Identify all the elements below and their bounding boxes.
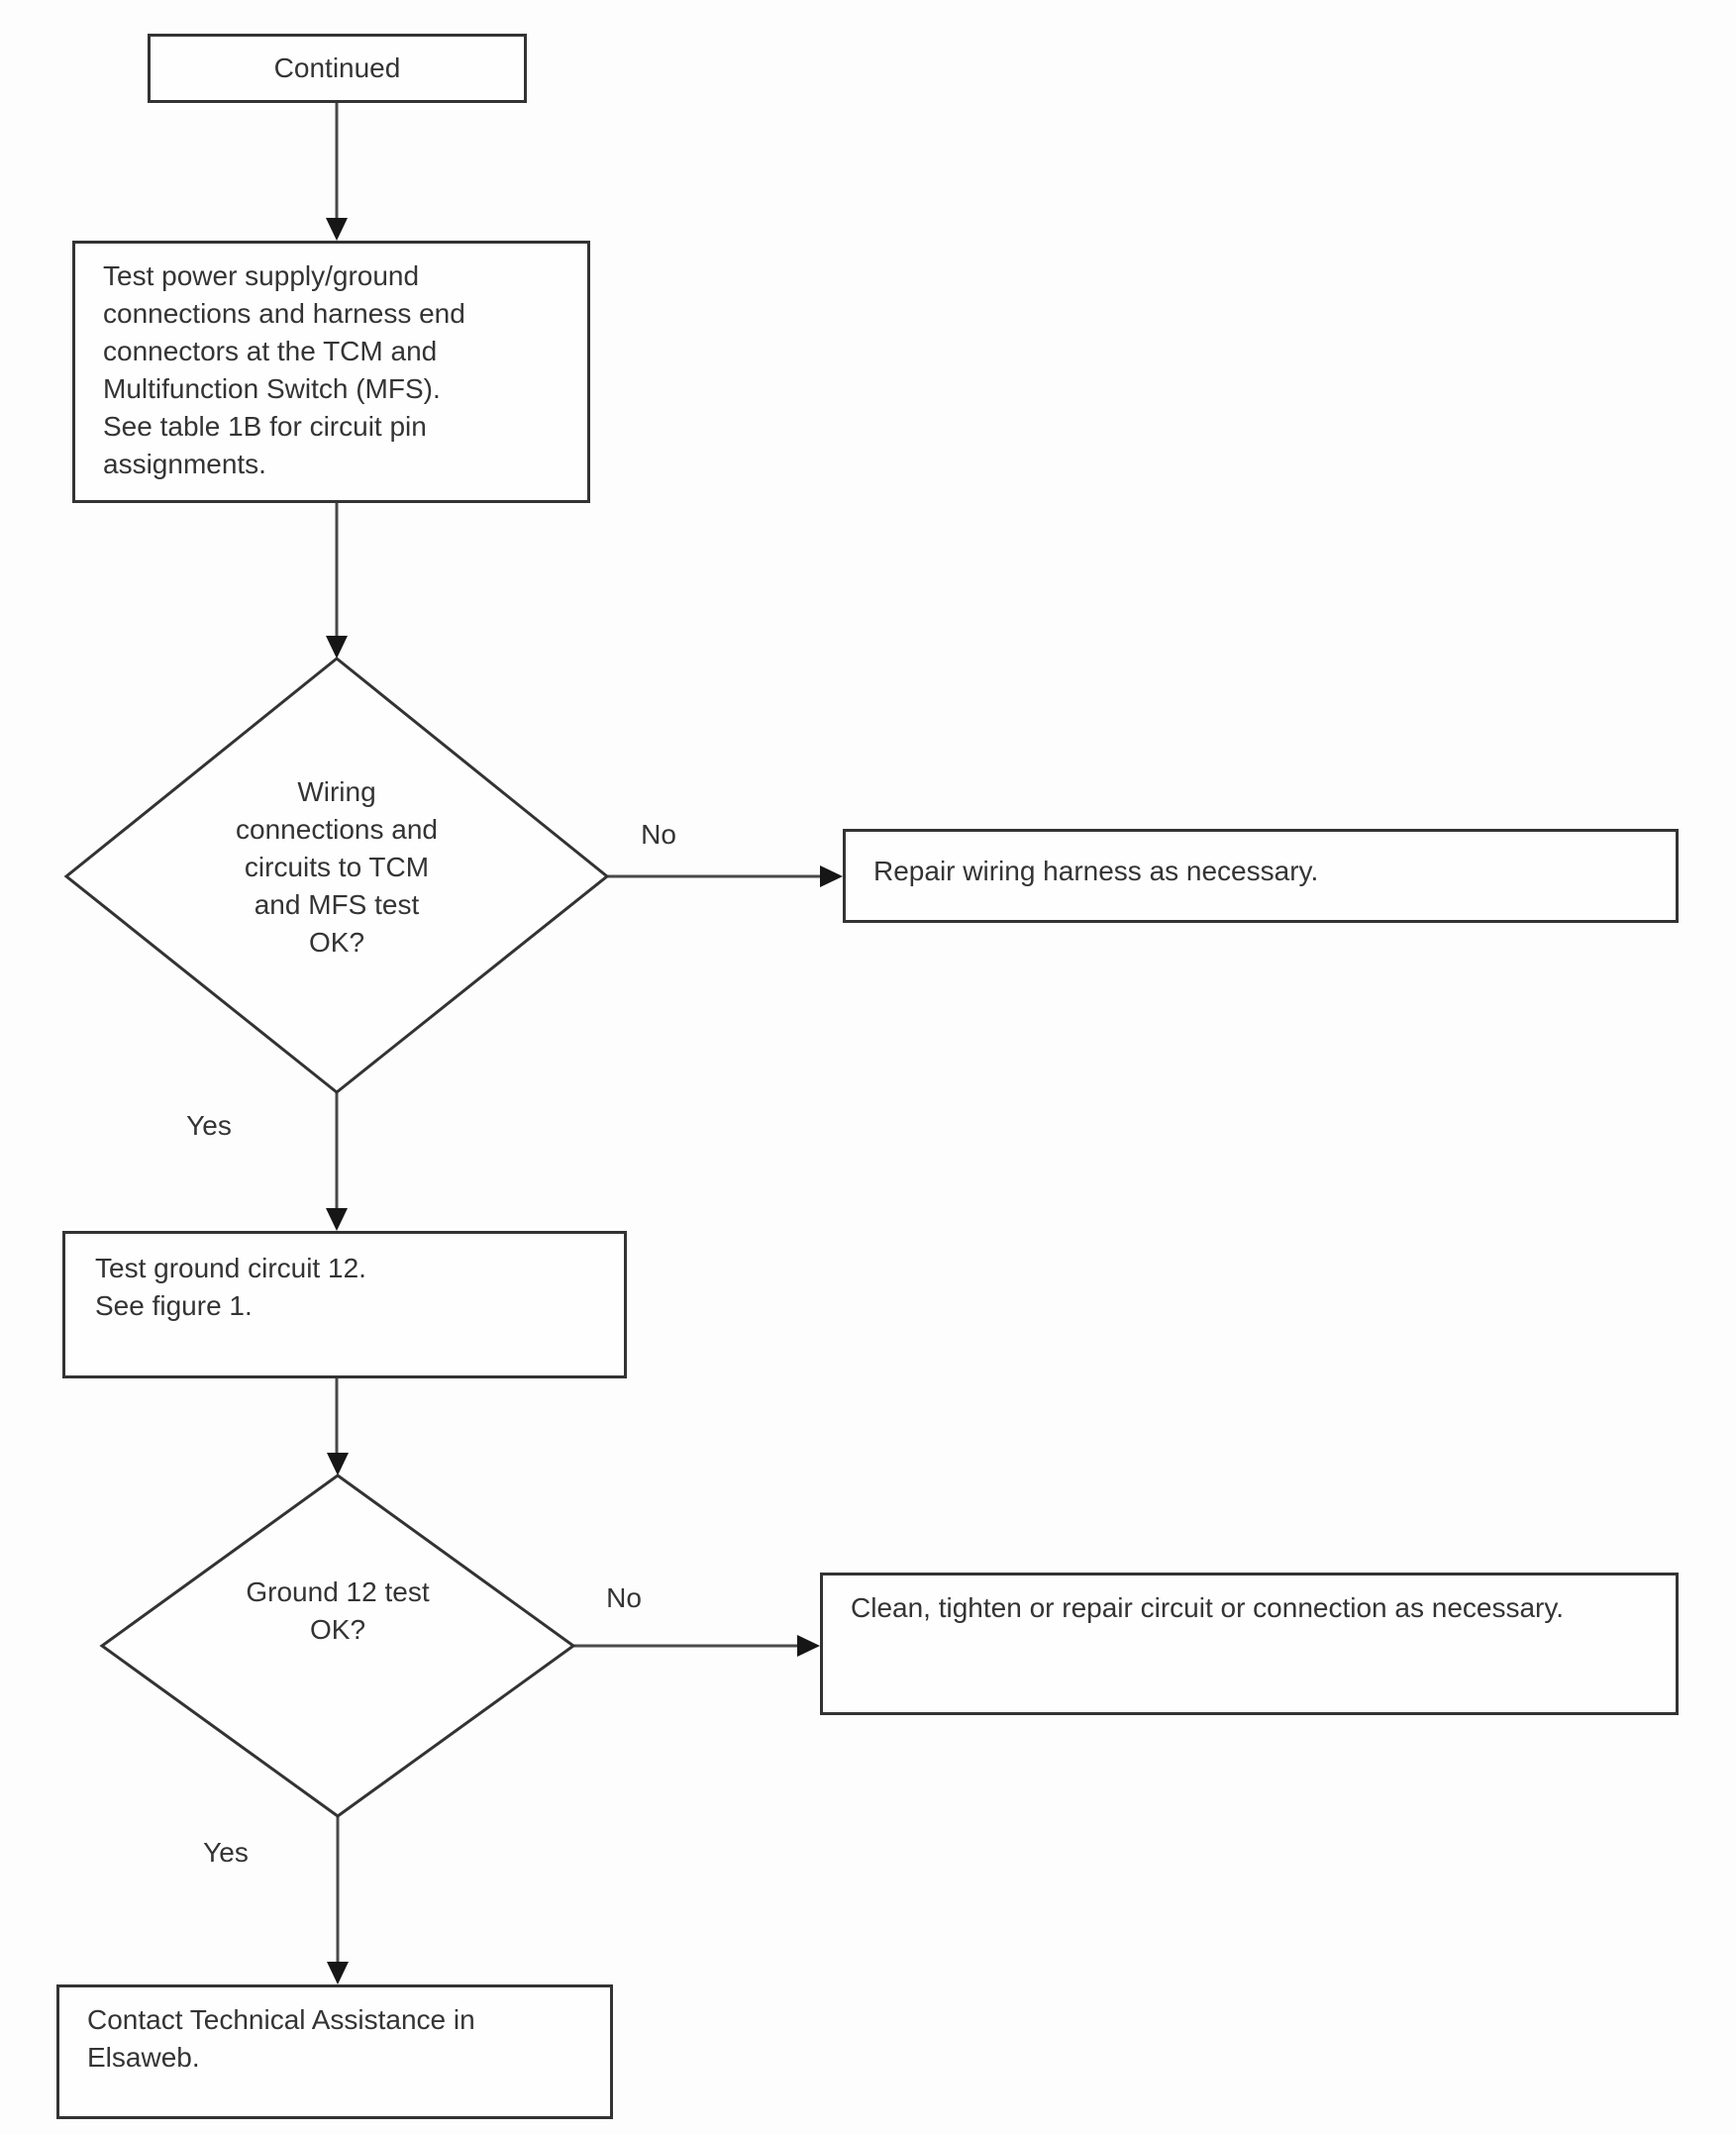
edge-label-wiring-no: No <box>641 819 676 850</box>
edge-label-ground-yes: Yes <box>203 1837 249 1868</box>
edge-label-ground-no: No <box>606 1582 642 1613</box>
arrowhead-down-2 <box>326 636 348 659</box>
edge-label-wiring-yes: Yes <box>186 1110 232 1141</box>
node-clean-tighten: Clean, tighten or repair circuit or conn… <box>820 1573 1679 1715</box>
node-repair-wiring-label: Repair wiring harness as necessary. <box>873 855 1319 886</box>
decision-ground-ok-shape <box>99 1473 576 1818</box>
decision-wiring-ok-label: Wiring connections and circuits to TCM a… <box>236 776 438 958</box>
decision-ground-ok-label: Ground 12 test OK? <box>246 1576 430 1645</box>
node-continued: Continued <box>148 34 527 103</box>
node-test-ground-circuit: Test ground circuit 12. See figure 1. <box>62 1231 627 1378</box>
node-repair-wiring: Repair wiring harness as necessary. <box>843 829 1679 923</box>
node-test-power-supply: Test power supply/ground connections and… <box>72 241 590 503</box>
arrowhead-down-5 <box>327 1962 349 1984</box>
arrowhead-down-3 <box>326 1208 348 1231</box>
arrowhead-right-2 <box>797 1635 820 1657</box>
arrowhead-right-1 <box>820 865 843 887</box>
node-continued-label: Continued <box>273 52 401 83</box>
arrowhead-down-1 <box>326 218 348 241</box>
node-contact-technical-assistance: Contact Technical Assistance in Elsaweb. <box>56 1984 613 2119</box>
arrowhead-down-4 <box>327 1453 349 1475</box>
node-clean-tighten-label: Clean, tighten or repair circuit or conn… <box>851 1592 1565 1623</box>
decision-wiring-ok-shape <box>63 657 610 1094</box>
